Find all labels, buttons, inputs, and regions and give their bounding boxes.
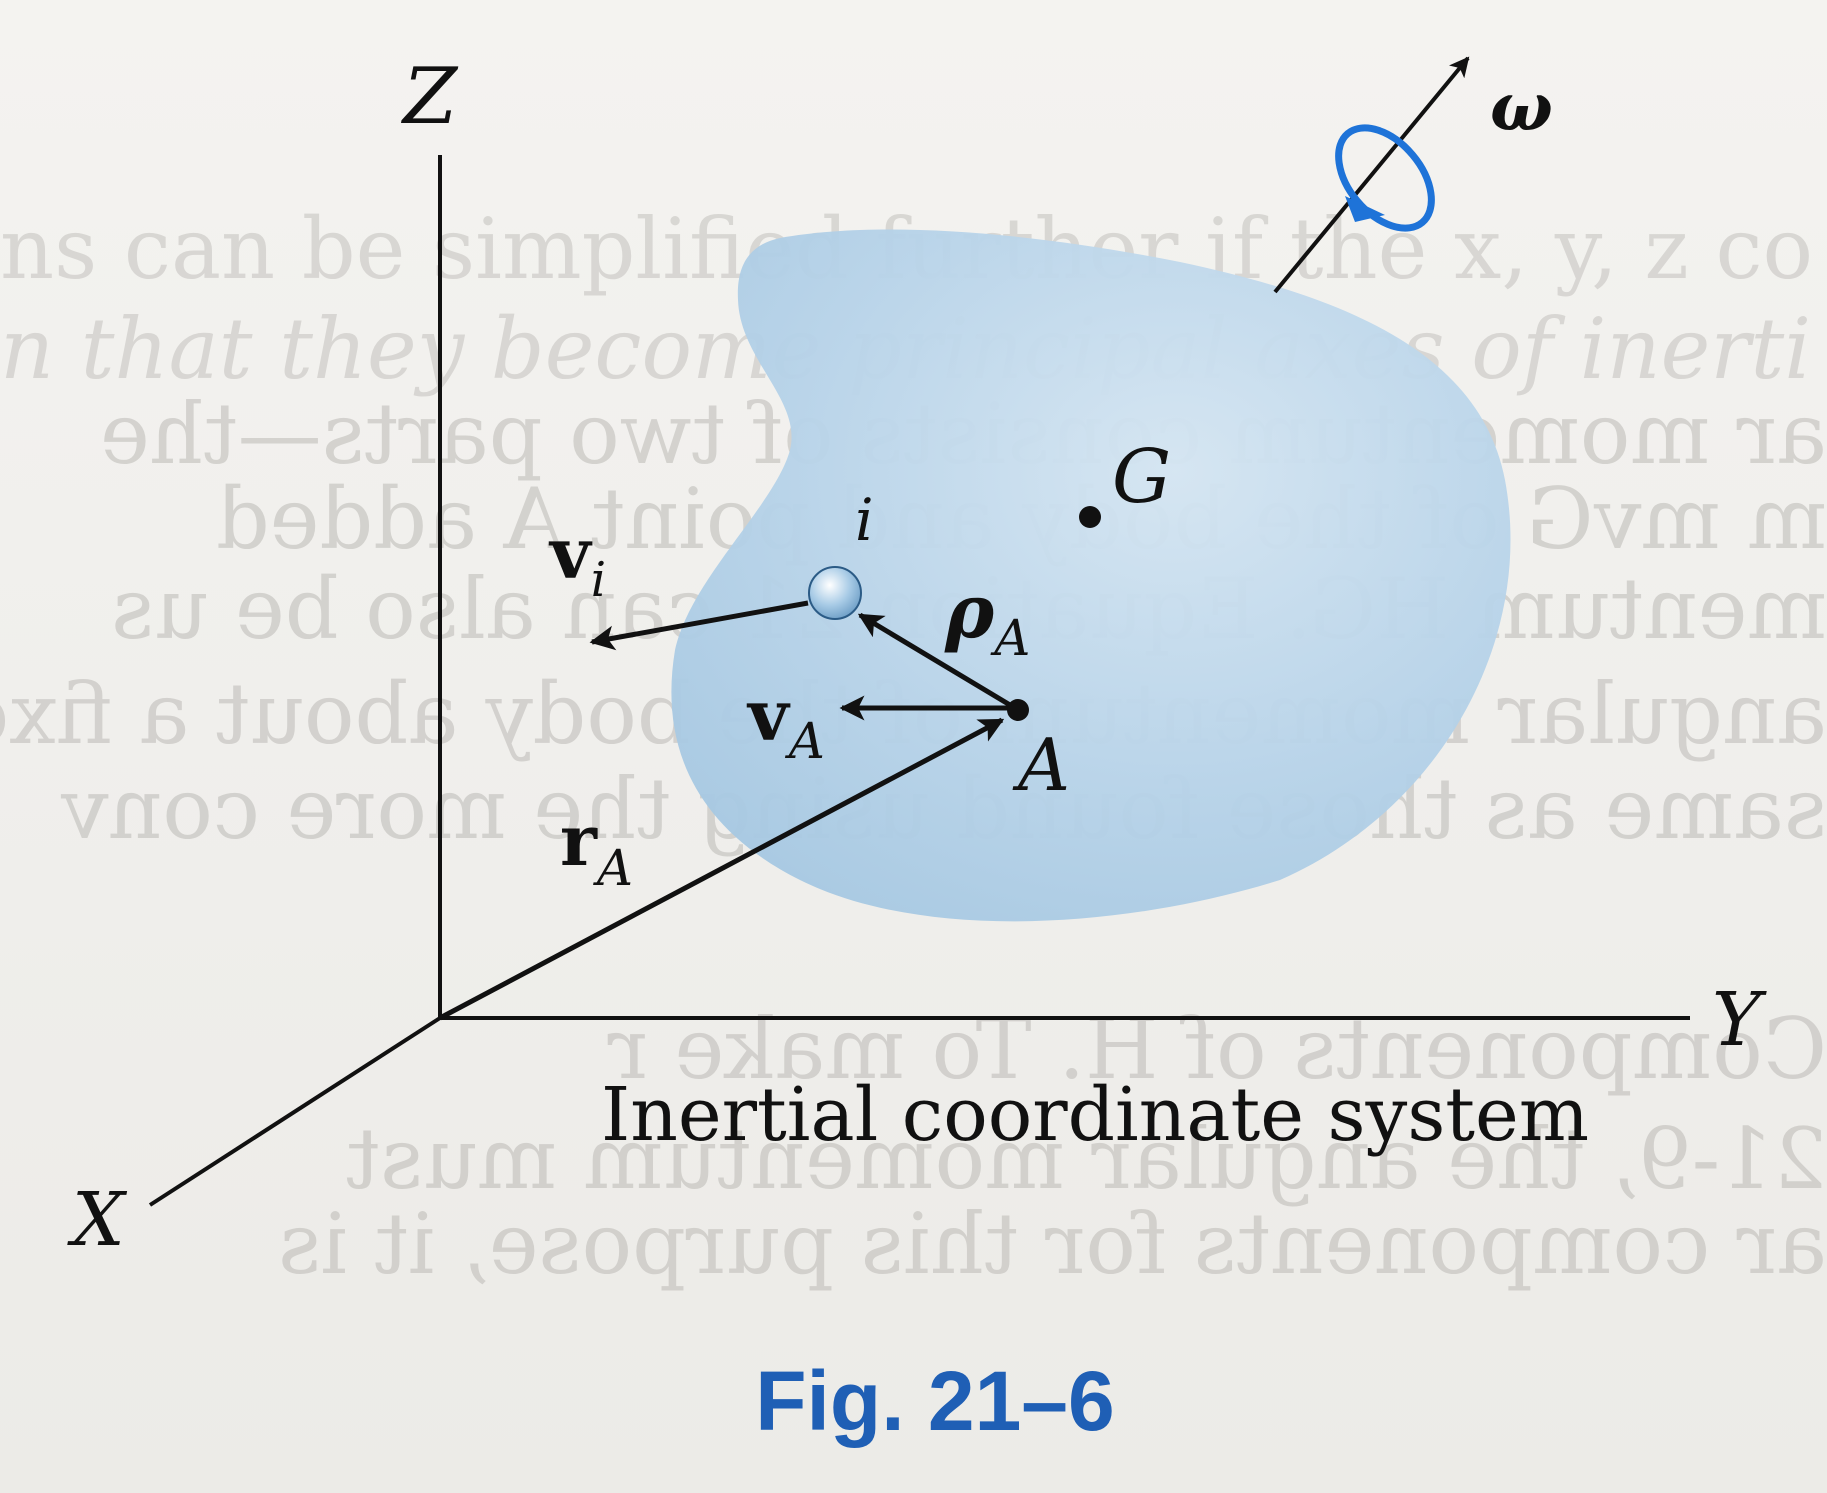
g-label: G <box>1112 434 1171 520</box>
r-a-vector <box>438 717 1005 1021</box>
omega-label: ω <box>1490 68 1553 146</box>
omega-axis <box>1273 56 1470 294</box>
point-g <box>1079 506 1101 528</box>
rotation-arrow <box>1335 124 1435 232</box>
rotation-arrow-head <box>1345 196 1385 222</box>
figure-label: Fig. 21–6 <box>755 1354 1115 1448</box>
v-i-vector <box>589 600 809 651</box>
point-a <box>1007 699 1029 721</box>
x-axis-label: X <box>67 1177 128 1263</box>
i-label: i <box>855 486 874 554</box>
particle-i <box>808 566 862 620</box>
rho-a-label: ρA <box>944 569 1030 667</box>
x-axis <box>148 1016 442 1207</box>
v-i-label: vi <box>548 512 606 608</box>
rho-a-vector <box>857 612 1017 711</box>
v-a-label: vA <box>746 674 825 770</box>
a-label: A <box>1012 723 1070 807</box>
z-axis-label: Z <box>400 52 459 142</box>
r-a-label: rA <box>560 799 633 897</box>
rigid-body <box>671 229 1511 922</box>
system-caption: Inertial coordinate system <box>601 1072 1589 1158</box>
y-axis-label: Y <box>1712 977 1767 1063</box>
